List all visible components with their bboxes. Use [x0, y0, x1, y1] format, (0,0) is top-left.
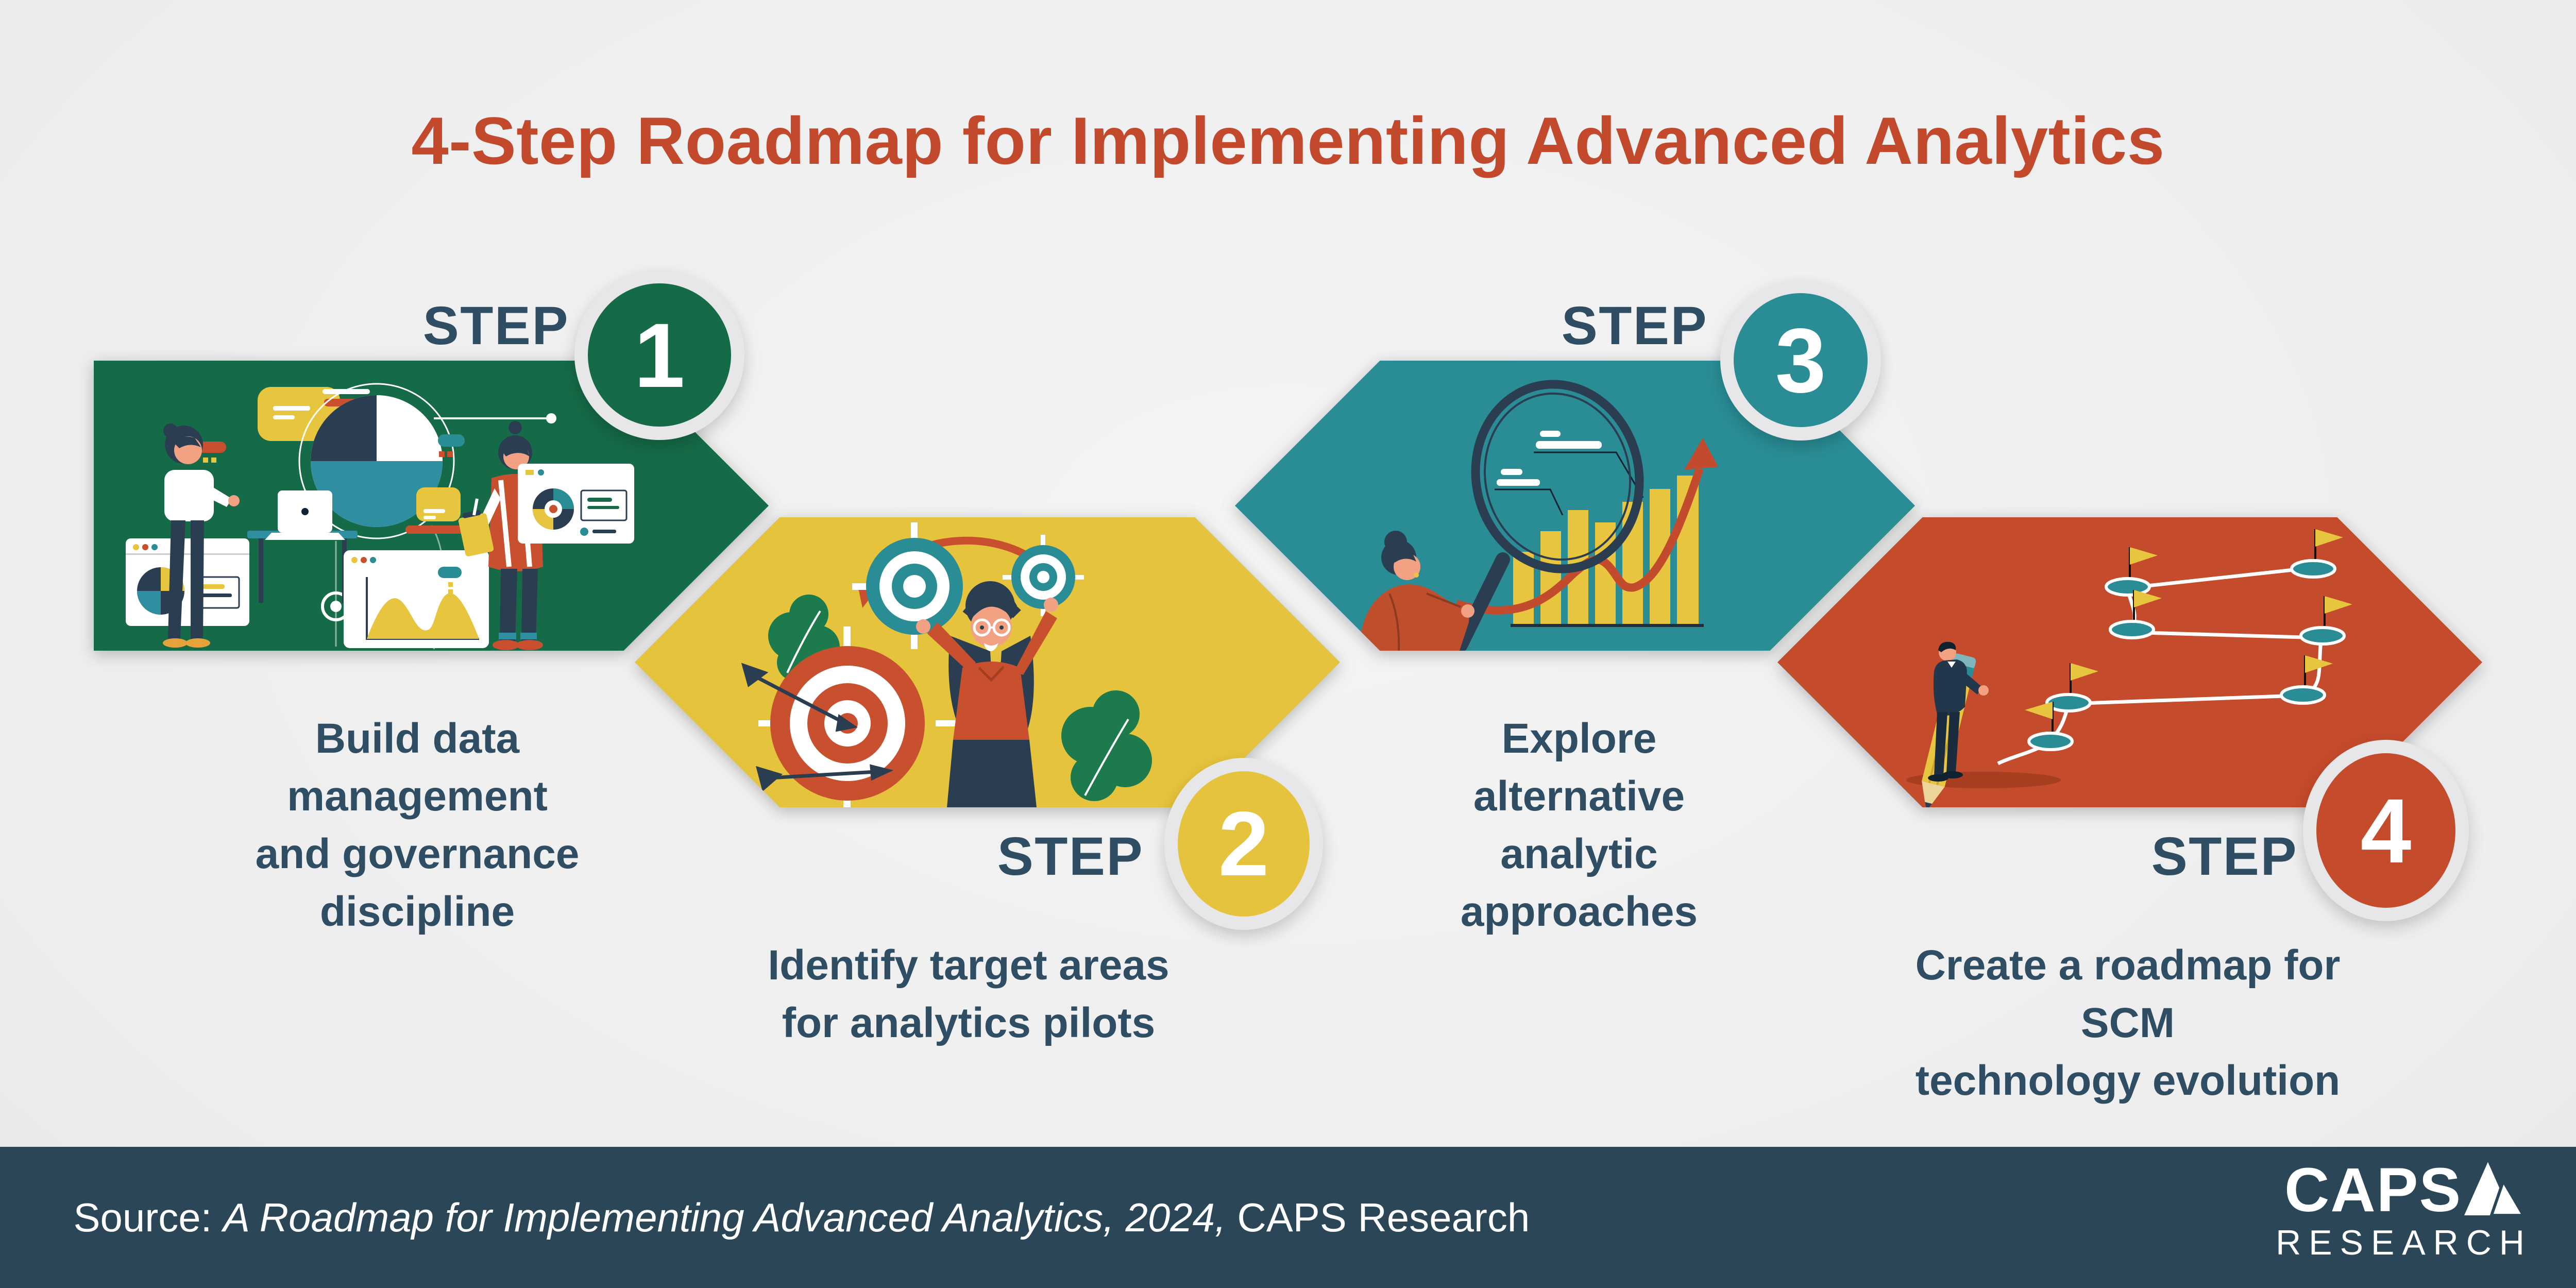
step-number-1: 1	[634, 303, 685, 406]
step3-arrow	[1235, 361, 1915, 651]
logo-wordmark-top: CAPS	[2284, 1154, 2462, 1225]
logo-wordmark-bottom: RESEARCH	[2276, 1223, 2532, 1262]
step-number-2: 2	[1218, 792, 1269, 895]
step3-illustration-magnifier-chart	[1235, 361, 1915, 651]
source-title: A Roadmap for Implementing Advanced Anal…	[223, 1194, 1226, 1240]
step-number-badge-3: 3	[1734, 293, 1868, 427]
step-number-badge-2: 2	[1178, 771, 1310, 917]
step-number-4: 4	[2360, 779, 2412, 882]
step2-illustration-targets	[635, 517, 1340, 807]
step-label-3: STEP	[1561, 295, 1708, 356]
step-label-1: STEP	[422, 295, 569, 356]
step-number-badge-4: 4	[2316, 753, 2455, 908]
step-caption-2: Identify target areas for analytics pilo…	[768, 941, 1170, 1046]
source-text: Source: A Roadmap for Implementing Advan…	[74, 1194, 1530, 1241]
step-label-2: STEP	[997, 826, 1144, 887]
step-label-4: STEP	[2151, 826, 2298, 887]
step-caption-1: Build data management and governance dis…	[255, 715, 580, 935]
caps-research-logo: CAPS RESEARCH	[2276, 1154, 2532, 1263]
mountain-icon	[2464, 1162, 2524, 1217]
step-number-3: 3	[1775, 309, 1826, 412]
step1-illustration-data-management	[94, 361, 769, 651]
step-number-badge-1: 1	[588, 283, 731, 427]
footer-bar: Source: A Roadmap for Implementing Advan…	[0, 1147, 2576, 1288]
step4-illustration-roadmap-flags	[1777, 517, 2482, 807]
page-title: 4-Step Roadmap for Implementing Advanced…	[411, 103, 2165, 178]
step-caption-3: Explore alternative analytic approaches	[1460, 715, 1698, 935]
source-org: CAPS Research	[1226, 1194, 1530, 1240]
step-caption-4: Create a roadmap for SCM technology evol…	[1915, 941, 2341, 1104]
source-prefix: Source:	[73, 1194, 223, 1240]
step2-arrow	[635, 517, 1340, 807]
